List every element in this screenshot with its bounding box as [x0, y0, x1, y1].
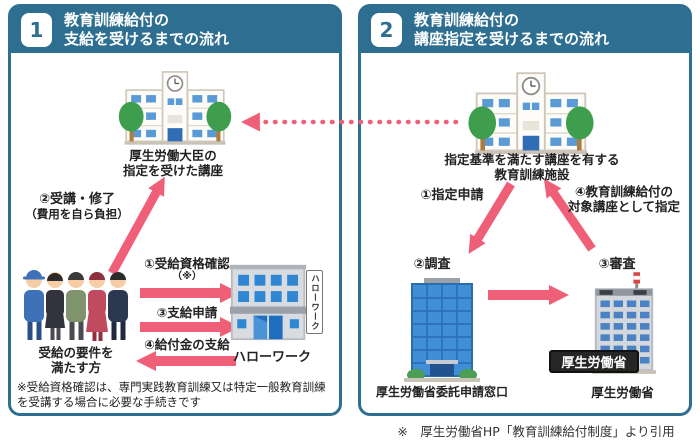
source-citation: ※ 厚生労働省HP「教育訓練給付制度」より引用	[397, 424, 675, 439]
step-attend-complete-label: ②受講・修了 （費用を自ら負担）	[14, 192, 140, 222]
panel2-title-line1: 教育訓練給付の	[414, 11, 520, 29]
step-designated-course-label: ④教育訓練給付の 対象講座として指定	[553, 184, 695, 214]
designated-course-label-line1: 厚生労働大臣の	[129, 148, 217, 163]
panel1-header: 1 教育訓練給付の 支給を受けるまでの流れ	[11, 7, 339, 53]
step2-subtext: （費用を自ら負担）	[25, 207, 129, 221]
man-vest-figure	[66, 272, 86, 340]
panel2-title-line2: 講座指定を受けるまでの流れ	[414, 30, 610, 48]
eligible-people-label-line2: 満たす方	[50, 360, 101, 375]
ministry-sign: 厚生労働省	[549, 350, 639, 373]
panel1-footnote: ※受給資格確認は、専門実践教育訓練又は特定一般教育訓練を受講する場合に必要な手続…	[17, 380, 326, 409]
panel1-title-line2: 支給を受けるまでの流れ	[64, 30, 230, 48]
eligible-people-label-line1: 受給の要件を	[38, 345, 114, 360]
training-facility-label-line1: 指定基準を満たす講座を有する	[444, 152, 620, 167]
worker-figure	[23, 270, 45, 340]
panel1-title-line1: 教育訓練給付の	[64, 11, 170, 29]
step-designated-course-line1: ④教育訓練給付の	[574, 184, 674, 199]
office-tower-icon	[404, 278, 480, 382]
hellowork-vertical-sign: ハローワーク	[306, 270, 323, 334]
man-suit-figure	[108, 272, 128, 340]
hellowork-label: ハローワーク	[232, 350, 311, 365]
step-review-label: ③審査	[598, 257, 636, 272]
designated-course-label: 厚生労働大臣の 指定を受けた講座	[103, 148, 243, 178]
school-building-icon	[118, 71, 232, 145]
step-eligibility-check-note: （※）	[172, 271, 202, 282]
training-facility-label-line2: 教育訓練施設	[494, 167, 570, 182]
step-designation-application-label: ①指定申請	[420, 188, 484, 203]
panel2-title: 教育訓練給付の 講座指定を受けるまでの流れ	[414, 11, 609, 49]
people-group-icon	[23, 270, 128, 341]
designated-course-label-line2: 指定を受けた講座	[122, 163, 223, 178]
panel1-number-badge: 1	[21, 13, 52, 47]
woman-suit-figure	[45, 272, 65, 340]
hellowork-building-icon	[230, 264, 307, 341]
step-eligibility-check-label: ①受給資格確認	[144, 256, 230, 271]
step-survey-label: ②調査	[413, 257, 451, 272]
step-payment-application-label: ③支給申請	[156, 305, 218, 320]
step2-text: ②受講・修了	[38, 192, 115, 207]
mhlw-application-desk-label: 厚生労働省委託申請窓口	[375, 385, 508, 399]
ministry-label: 厚生労働省	[591, 385, 654, 400]
training-facility-label: 指定基準を満たす講座を有する 教育訓練施設	[432, 152, 632, 182]
eligible-people-label: 受給の要件を 満たす方	[20, 345, 132, 375]
training-facility-icon	[468, 72, 594, 155]
panel2-header: 2 教育訓練給付の 講座指定を受けるまでの流れ	[361, 7, 689, 53]
woman-apron-figure	[86, 272, 108, 341]
panel1-title: 教育訓練給付の 支給を受けるまでの流れ	[64, 11, 229, 49]
panel2-number-badge: 2	[371, 13, 402, 47]
step-benefit-payment-label: ④給付金の支給	[144, 337, 230, 352]
step-designated-course-line2: 対象講座として指定	[567, 199, 681, 214]
